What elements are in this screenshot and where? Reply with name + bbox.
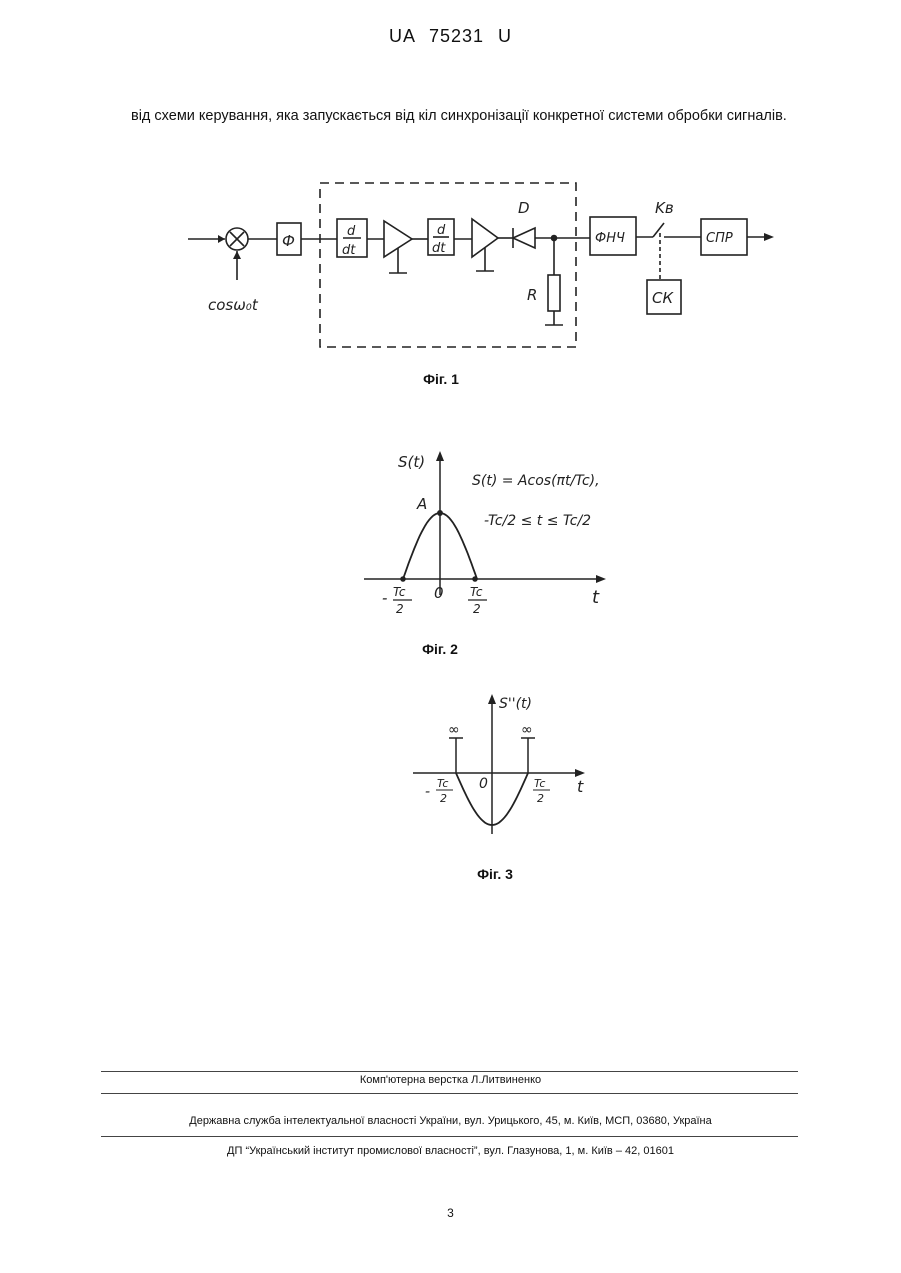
fig3-infinity-left: ∞: [448, 722, 460, 738]
sk-label: СК: [652, 289, 674, 307]
fig2-right-tick-num: Tc: [470, 585, 483, 599]
footer-rule-1: [101, 1071, 798, 1072]
diff2-num: d: [437, 223, 446, 238]
fig2-left-tick-num: Tc: [393, 585, 406, 599]
figure-3-plot: S''(t) t 0 ∞ ∞ - Tc 2 Tc 2: [405, 688, 605, 838]
page-number: 3: [0, 1206, 901, 1220]
fig2-origin: 0: [434, 584, 444, 602]
switch-label: Kв: [655, 199, 674, 217]
input-arrow: [218, 235, 225, 243]
agency-address: Державна служба інтелектуальної власност…: [0, 1115, 901, 1127]
diff1-den: dt: [342, 243, 356, 258]
footer-rule-2: [101, 1093, 798, 1094]
diff1-num: d: [347, 224, 356, 239]
layout-credit: Комп'ютерна верстка Л.Литвиненко: [0, 1074, 901, 1086]
diode-label: D: [518, 199, 530, 217]
fig3-origin: 0: [479, 776, 488, 792]
fig2-peak-label: A: [416, 495, 427, 513]
fig3-right-tick-num: Tc: [534, 777, 545, 790]
fig3-y-label: S''(t): [499, 696, 532, 712]
lpf-label: ФНЧ: [595, 231, 625, 246]
figure-2-plot: S(t) t A 0 - Tc 2 Tc 2 S(t) = Acos(πt/Tc…: [360, 445, 620, 625]
fig3-x-label: t: [577, 777, 584, 796]
institute-address: ДП “Український інститут промислової вла…: [0, 1145, 901, 1157]
figure-2-caption: Фіг. 2: [390, 641, 490, 657]
fig2-formula-line1: S(t) = Acos(πt/Tc),: [472, 473, 600, 489]
diff2-den: dt: [432, 241, 446, 256]
spr-label: СПР: [706, 231, 733, 246]
figure-1-caption: Фіг. 1: [391, 371, 491, 387]
figure-1-block-diagram: Ф d dt d dt D R ФНЧ Kв СК СПР cosω₀t: [180, 175, 780, 365]
fig3-left-tick-num: Tc: [437, 777, 448, 790]
fig2-peak-point: [438, 511, 442, 515]
fig3-infinity-right: ∞: [521, 722, 533, 738]
resistor-label: R: [527, 286, 537, 304]
document-number: UA 75231 U: [0, 26, 901, 47]
switch-lever: [653, 223, 664, 237]
carrier-label: cosω₀t: [208, 296, 259, 314]
footer-rule-3: [101, 1136, 798, 1137]
diode-triangle: [513, 228, 535, 248]
fig3-left-tick-den: 2: [440, 792, 447, 805]
fig3-left-tick-sign: -: [425, 784, 430, 800]
fig3-right-tick-den: 2: [537, 792, 544, 805]
phi-label: Ф: [282, 232, 295, 250]
fig2-y-label: S(t): [398, 453, 425, 471]
fig2-x-label: t: [592, 587, 600, 608]
fig2-right-tick-den: 2: [473, 602, 481, 616]
body-paragraph: від схеми керування, яка запускається ві…: [131, 107, 814, 126]
fig2-left-tick-den: 2: [396, 602, 404, 616]
dashed-enclosure: [320, 183, 576, 347]
figure-3-caption: Фіг. 3: [445, 866, 545, 882]
fig2-formula-line2: -Tc/2 ≤ t ≤ Tc/2: [484, 513, 591, 529]
fig2-left-tick-sign: -: [382, 589, 387, 607]
resistor: [548, 275, 560, 311]
